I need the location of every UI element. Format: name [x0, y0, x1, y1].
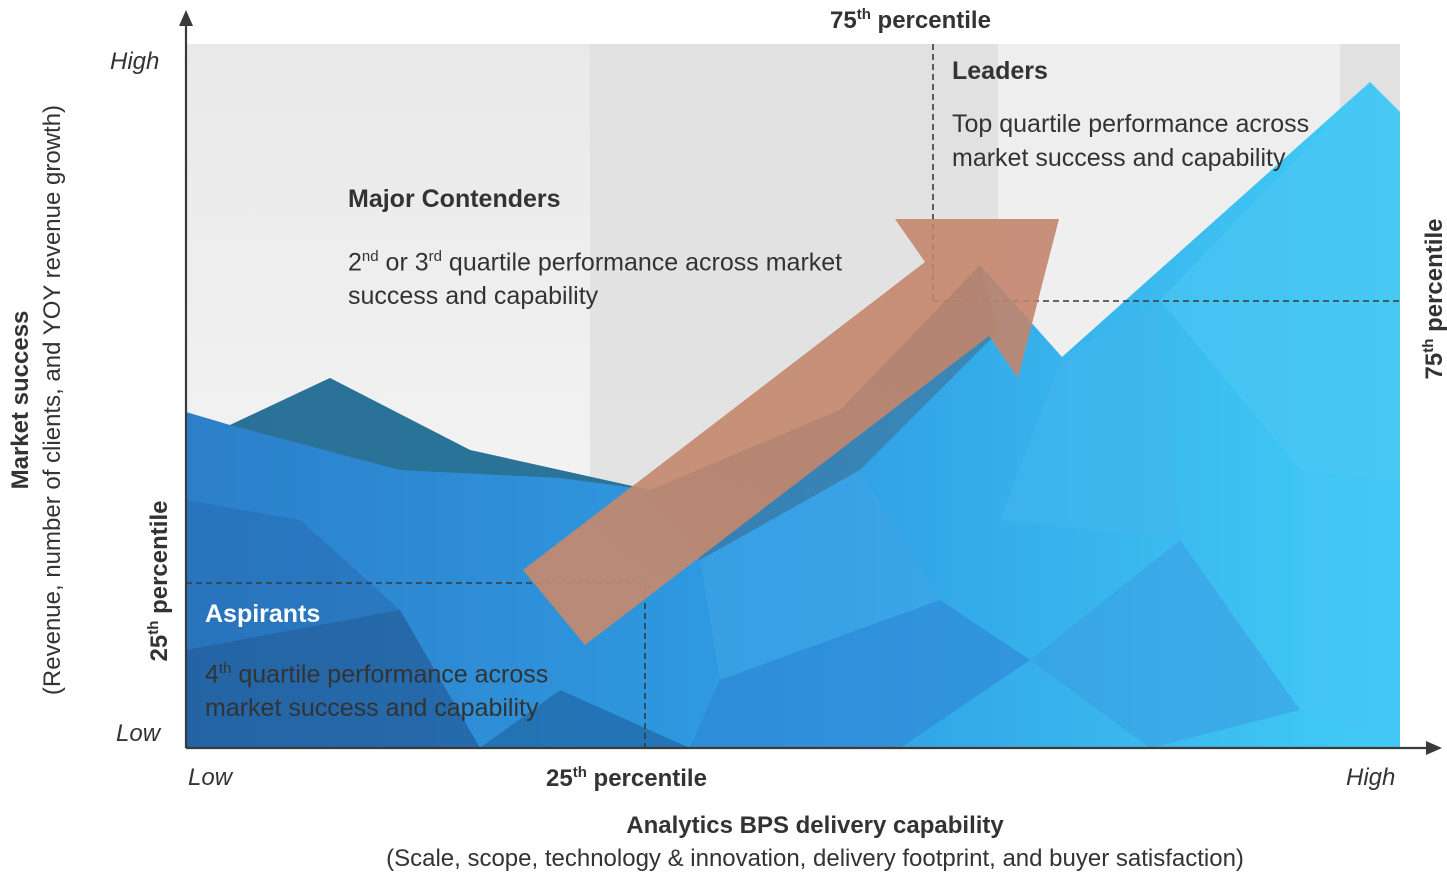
major-contenders-q1: 2: [348, 248, 362, 277]
major-contenders-description: 2nd or 3rd quartile performance across m…: [348, 240, 848, 313]
p25-left-suffix: th: [145, 620, 162, 635]
leaders-title: Leaders: [952, 57, 1048, 85]
y-axis-title: Market success: [7, 310, 34, 490]
p25-left-word: percentile: [146, 500, 173, 614]
p25-bottom-word: percentile: [593, 765, 707, 792]
y-axis-subtitle: (Revenue, number of clients, and YOY rev…: [39, 104, 66, 696]
p75-top-word: percentile: [877, 7, 991, 34]
axes: [179, 10, 1442, 755]
major-contenders-title: Major Contenders: [348, 185, 561, 213]
p75-right-word: percentile: [1421, 218, 1447, 332]
p25-bottom-suffix: th: [572, 764, 587, 781]
aspirants-q-suffix: th: [218, 660, 232, 677]
major-contenders-desc-rest: quartile performance across market succe…: [348, 248, 843, 311]
growth-arrow: [523, 219, 1059, 645]
leaders-description: Top quartile performance across market s…: [952, 110, 1310, 172]
p75-top-label: 75th percentile: [830, 6, 991, 35]
p25-bottom-label: 25th percentile: [546, 764, 707, 793]
p75-right-label: 75th percentile: [1420, 169, 1447, 429]
y-high-label: High: [110, 48, 160, 75]
y-low-label: Low: [116, 720, 161, 747]
p75-top-number: 75: [830, 7, 857, 34]
p75-top-suffix: th: [856, 6, 871, 23]
x-axis-subtitle: (Scale, scope, technology & innovation, …: [386, 845, 1244, 872]
p75-right-suffix: th: [1420, 338, 1437, 353]
aspirants-desc-rest: quartile performance across market succe…: [205, 660, 549, 723]
aspirants-title: Aspirants: [205, 600, 321, 628]
major-contenders-q1-suffix: nd: [361, 248, 379, 265]
x-low-label: Low: [188, 764, 233, 791]
p25-left-number: 25: [146, 634, 173, 662]
p75-right-number: 75: [1421, 352, 1447, 380]
y-axis-arrowhead: [179, 10, 193, 26]
major-contenders-mid: or: [378, 248, 415, 277]
x-axis-arrowhead: [1426, 741, 1442, 755]
aspirants-description: 4th quartile performance across market s…: [205, 652, 625, 725]
y-axis-title-group: Market success (Revenue, number of clien…: [5, 20, 75, 780]
aspirants-q: 4: [205, 660, 219, 689]
x-high-label: High: [1346, 764, 1396, 791]
x-axis-title: Analytics BPS delivery capability: [626, 812, 1004, 839]
p25-left-label: 25th percentile: [145, 451, 175, 711]
major-contenders-q2-suffix: rd: [428, 248, 442, 265]
major-contenders-q2: 3: [414, 248, 429, 277]
p25-bottom-number: 25: [546, 765, 573, 792]
